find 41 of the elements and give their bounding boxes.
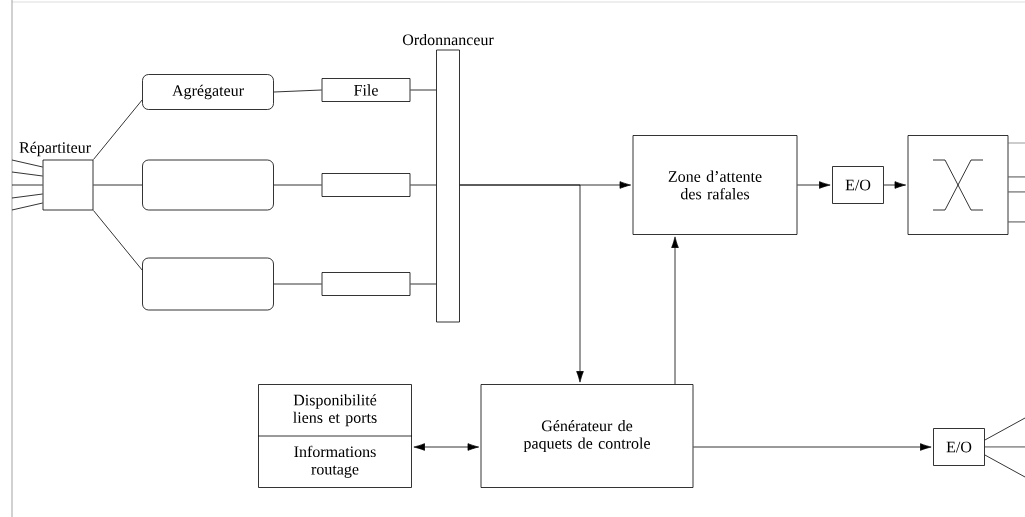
connector-line <box>1008 176 1025 178</box>
aggregator-box: Agrégateur <box>142 74 274 110</box>
connector-line <box>11 202 43 211</box>
connector-line <box>93 99 143 160</box>
connector-line <box>273 89 322 93</box>
arrow <box>459 184 584 383</box>
node-label: Répartiteur <box>19 141 91 157</box>
splitter-box: Répartiteur <box>19 141 94 211</box>
info-box: Disponibilité liens et ports Informations routage <box>257 384 413 488</box>
queue-box <box>321 173 411 197</box>
connector-line <box>273 283 322 285</box>
arrow <box>413 443 479 451</box>
connector-line <box>93 210 143 271</box>
connector-line <box>410 283 437 285</box>
arrow <box>693 443 932 451</box>
converter-box: E/O <box>832 166 884 204</box>
connector-line <box>11 184 43 186</box>
buffer-box: Zone d’attente des rafales <box>632 135 798 235</box>
aggregator-box <box>142 159 274 211</box>
connector-line <box>11 171 43 177</box>
connector-line <box>984 417 1025 441</box>
connector-line <box>410 184 437 186</box>
connector-line <box>273 184 322 186</box>
aggregator-box <box>142 257 274 311</box>
switch-drawing <box>907 135 1009 235</box>
connector-line <box>1008 221 1025 223</box>
queue-box <box>321 272 411 296</box>
node-label: Ordonnanceur <box>402 33 494 46</box>
connector-line <box>11 193 43 199</box>
connector-line <box>410 89 437 91</box>
queue-box: File <box>321 78 411 102</box>
arrow <box>883 181 906 189</box>
connector-line <box>984 446 1025 448</box>
connector-line <box>11 159 43 168</box>
connector-line <box>1008 191 1025 193</box>
arrow <box>797 181 831 189</box>
generator-box: Générateur de paquets de controle <box>480 384 694 488</box>
arrow <box>671 236 679 385</box>
connector-line <box>93 184 143 186</box>
connector-line <box>984 454 1025 478</box>
converter-box: E/O <box>933 428 985 466</box>
